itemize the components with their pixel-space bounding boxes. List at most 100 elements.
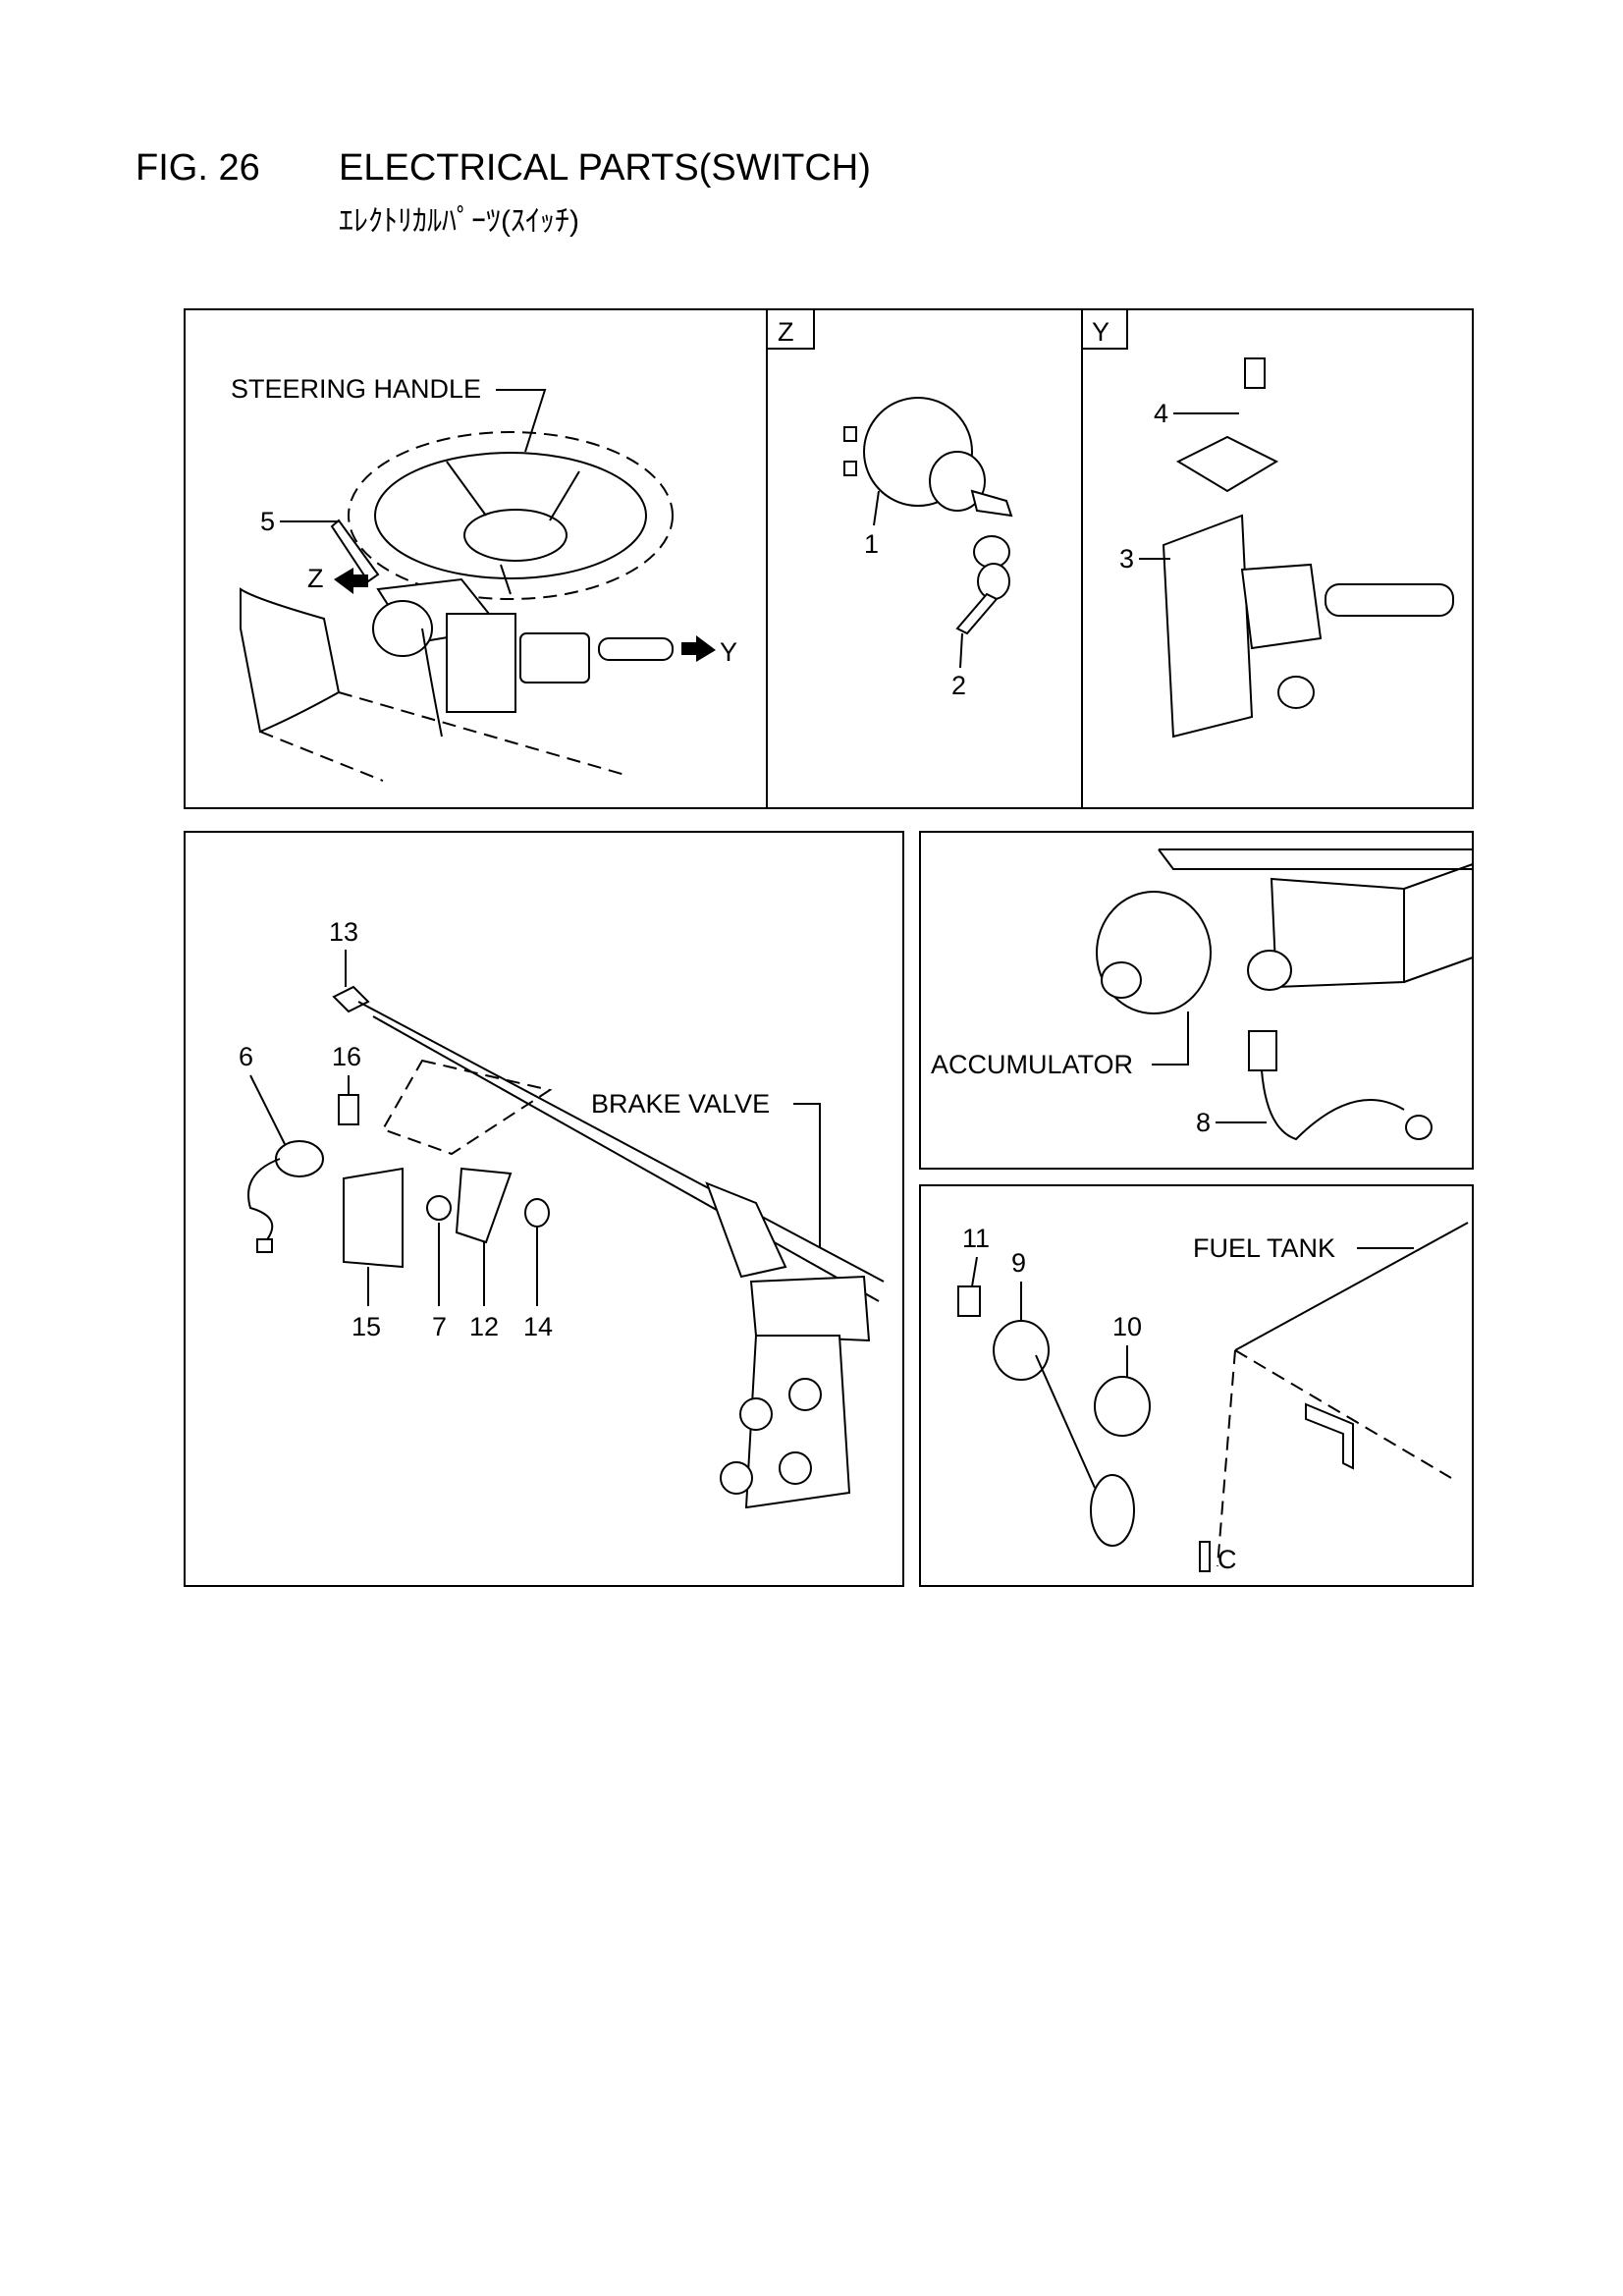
leader-1 — [873, 490, 880, 526]
accumulator-port — [1101, 961, 1142, 999]
callout-10: 10 — [1112, 1312, 1142, 1341]
terminal-a — [843, 426, 857, 442]
callout-16: 16 — [332, 1042, 361, 1071]
bolt-13 — [332, 985, 370, 1013]
fuel-tank-frame — [919, 1184, 1474, 1587]
figure-subtitle-japanese: ｴﾚｸﾄﾘｶﾙﾊﾟｰﾂ(ｽｲｯﾁ) — [339, 205, 579, 238]
key-2-head — [977, 563, 1010, 600]
switch-body — [1162, 514, 1254, 738]
view-y-tag: Y — [1092, 317, 1109, 347]
key-1 — [970, 489, 1013, 518]
view-z-tag-box — [766, 308, 815, 350]
stop-lamp-switch-6 — [275, 1140, 324, 1177]
arrow-z-icon — [334, 568, 368, 594]
combination-switch-drawing: 4 3 — [1119, 357, 1454, 738]
brake-rod-bottom — [372, 1015, 880, 1302]
view-y-tag-box — [1081, 308, 1128, 350]
brake-rod-top — [357, 1001, 885, 1283]
switch-8-connector — [1405, 1115, 1433, 1140]
callout-5: 5 — [260, 507, 275, 536]
callout-13: 13 — [329, 917, 358, 947]
callout-9: 9 — [1011, 1248, 1026, 1278]
bracket — [1175, 435, 1279, 493]
callout-1: 1 — [864, 529, 879, 559]
tank-top-edge — [1234, 1222, 1469, 1351]
mount-plate — [381, 1059, 553, 1156]
steering-handle-leader — [496, 389, 547, 453]
arrow-y-icon — [681, 635, 716, 662]
pressure-switch-8 — [1248, 1030, 1277, 1071]
callout-11: 11 — [962, 1224, 990, 1253]
accumulator-drawing: ACCUMULATOR 8 — [931, 848, 1474, 1141]
switch-lever — [1325, 583, 1454, 617]
mark-c-tab — [1199, 1541, 1211, 1572]
tank-side-edge — [1217, 1349, 1236, 1567]
accumulator-leader — [1152, 1011, 1189, 1066]
switch-6-connector — [256, 1238, 273, 1253]
callout-8: 8 — [1196, 1108, 1211, 1137]
steering-hub — [463, 509, 568, 562]
combo-switch-lever — [598, 637, 674, 661]
fuel-sender-drawing: C 11 9 10 FUEL TANK — [957, 1222, 1469, 1574]
leader-2 — [959, 632, 963, 669]
valve-arm — [705, 1181, 787, 1279]
steering-handle-label: STEERING HANDLE — [231, 374, 481, 404]
brake-valve-leader — [793, 1103, 821, 1247]
combo-switch-boot — [519, 632, 590, 683]
valve-block — [749, 1275, 871, 1342]
gasket-10 — [1094, 1376, 1151, 1437]
screw-11 — [957, 1285, 981, 1317]
callout-15: 15 — [352, 1312, 381, 1341]
leader-6 — [249, 1074, 286, 1145]
pressure-fitting — [1247, 950, 1292, 991]
screw-4 — [1244, 357, 1266, 389]
fuel-tank-label: FUEL TANK — [1193, 1233, 1335, 1263]
block-edges — [1403, 863, 1474, 983]
steering-assembly-drawing: Z Y STEERING HANDLE 5 — [231, 374, 737, 782]
accumulator-label: ACCUMULATOR — [931, 1050, 1133, 1079]
ignition-switch-small — [372, 600, 433, 657]
view-z-tag: Z — [778, 317, 794, 347]
switch-6-wire — [247, 1158, 281, 1243]
callout-12: 12 — [469, 1312, 499, 1341]
port-d — [779, 1451, 812, 1485]
port-b — [788, 1378, 822, 1411]
lever-5 — [330, 519, 380, 583]
callout-2: 2 — [951, 671, 966, 700]
leader-11 — [971, 1256, 978, 1287]
dash-panel — [240, 587, 341, 734]
wire-harness — [421, 628, 443, 738]
switch-knob — [1277, 676, 1315, 709]
brake-valve-drawing: 13 16 6 15 7 12 14 BRAKE VALVE — [239, 917, 885, 1509]
mark-c: C — [1217, 1545, 1237, 1574]
plate-12 — [455, 1167, 513, 1244]
switch-boot — [1240, 563, 1323, 650]
callout-14: 14 — [523, 1312, 553, 1341]
float-arm — [1035, 1354, 1096, 1489]
dash-outline — [259, 691, 629, 782]
valve-body — [744, 1335, 851, 1509]
ignition-switch-drawing: 1 2 — [843, 397, 1013, 700]
callout-6: 6 — [239, 1042, 253, 1071]
key-2-blade — [955, 592, 999, 635]
tank-bracket — [1305, 1402, 1354, 1470]
steering-spokes — [446, 461, 580, 595]
sender-flange-9 — [993, 1320, 1050, 1381]
accumulator-frame — [919, 831, 1474, 1170]
brake-frame — [184, 831, 904, 1587]
bracket-15 — [343, 1167, 404, 1269]
bolt-16 — [338, 1094, 359, 1125]
arrow-z-label: Z — [307, 564, 324, 593]
brake-valve-label: BRAKE VALVE — [591, 1089, 770, 1119]
callout-4: 4 — [1154, 399, 1168, 428]
callout-3: 3 — [1119, 544, 1134, 574]
nut-14 — [524, 1198, 550, 1228]
ignition-switch-face — [929, 451, 986, 512]
arrow-y-label: Y — [720, 637, 737, 667]
port-a — [739, 1397, 773, 1431]
washer-7 — [426, 1195, 452, 1221]
port-c — [720, 1461, 753, 1495]
callout-7: 7 — [432, 1312, 447, 1341]
top-frame — [184, 308, 1474, 809]
